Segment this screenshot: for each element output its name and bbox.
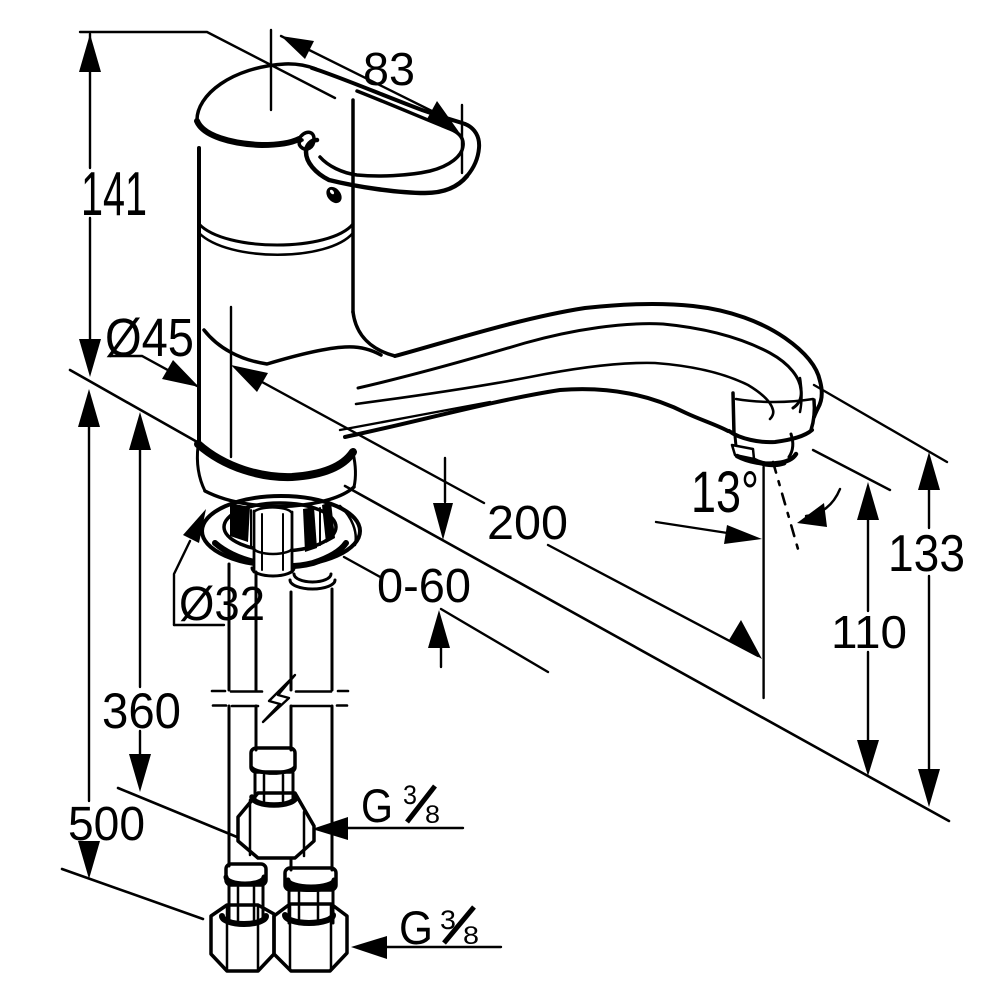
svg-text:G: G [361,779,393,832]
svg-text:3: 3 [403,780,417,810]
svg-text:Ø45: Ø45 [105,308,194,368]
svg-text:133: 133 [888,525,965,583]
svg-text:110: 110 [831,606,907,658]
svg-text:141: 141 [81,160,147,229]
svg-text:G: G [399,901,433,954]
svg-text:0-60: 0-60 [377,560,471,613]
svg-text:13°: 13° [691,460,759,525]
svg-text:8: 8 [425,801,440,829]
svg-text:500: 500 [68,798,145,851]
svg-text:8: 8 [463,922,479,950]
svg-text:360: 360 [102,683,181,739]
svg-text:200: 200 [487,497,568,550]
svg-text:3: 3 [440,905,456,935]
svg-text:Ø32: Ø32 [179,578,265,631]
svg-text:83: 83 [363,43,415,95]
